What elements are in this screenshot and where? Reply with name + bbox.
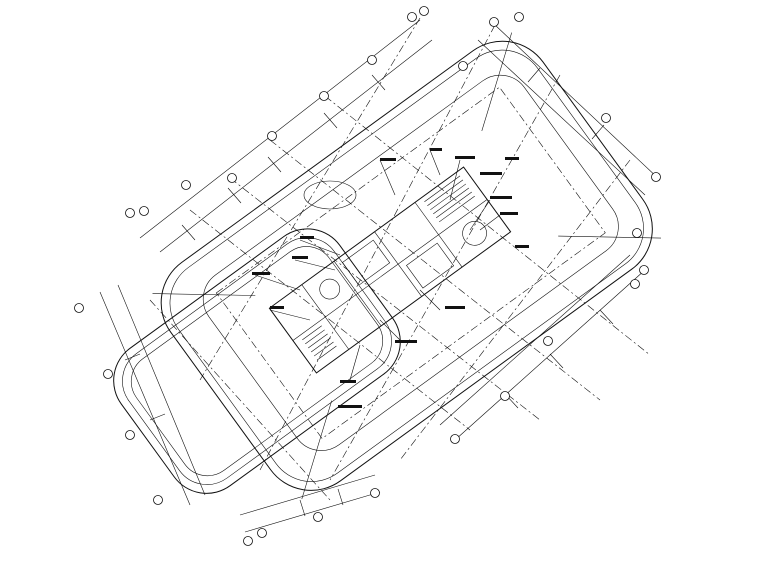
annotation-marks (252, 148, 529, 408)
annotations (254, 149, 501, 381)
revision-cloud (303, 180, 357, 210)
axis-grid (149, 17, 651, 501)
lower-envelope (113, 228, 401, 494)
dimension-lines (99, 19, 661, 533)
axis-bubbles (74, 6, 661, 546)
building-envelope (152, 32, 662, 500)
interior-core (268, 166, 512, 374)
